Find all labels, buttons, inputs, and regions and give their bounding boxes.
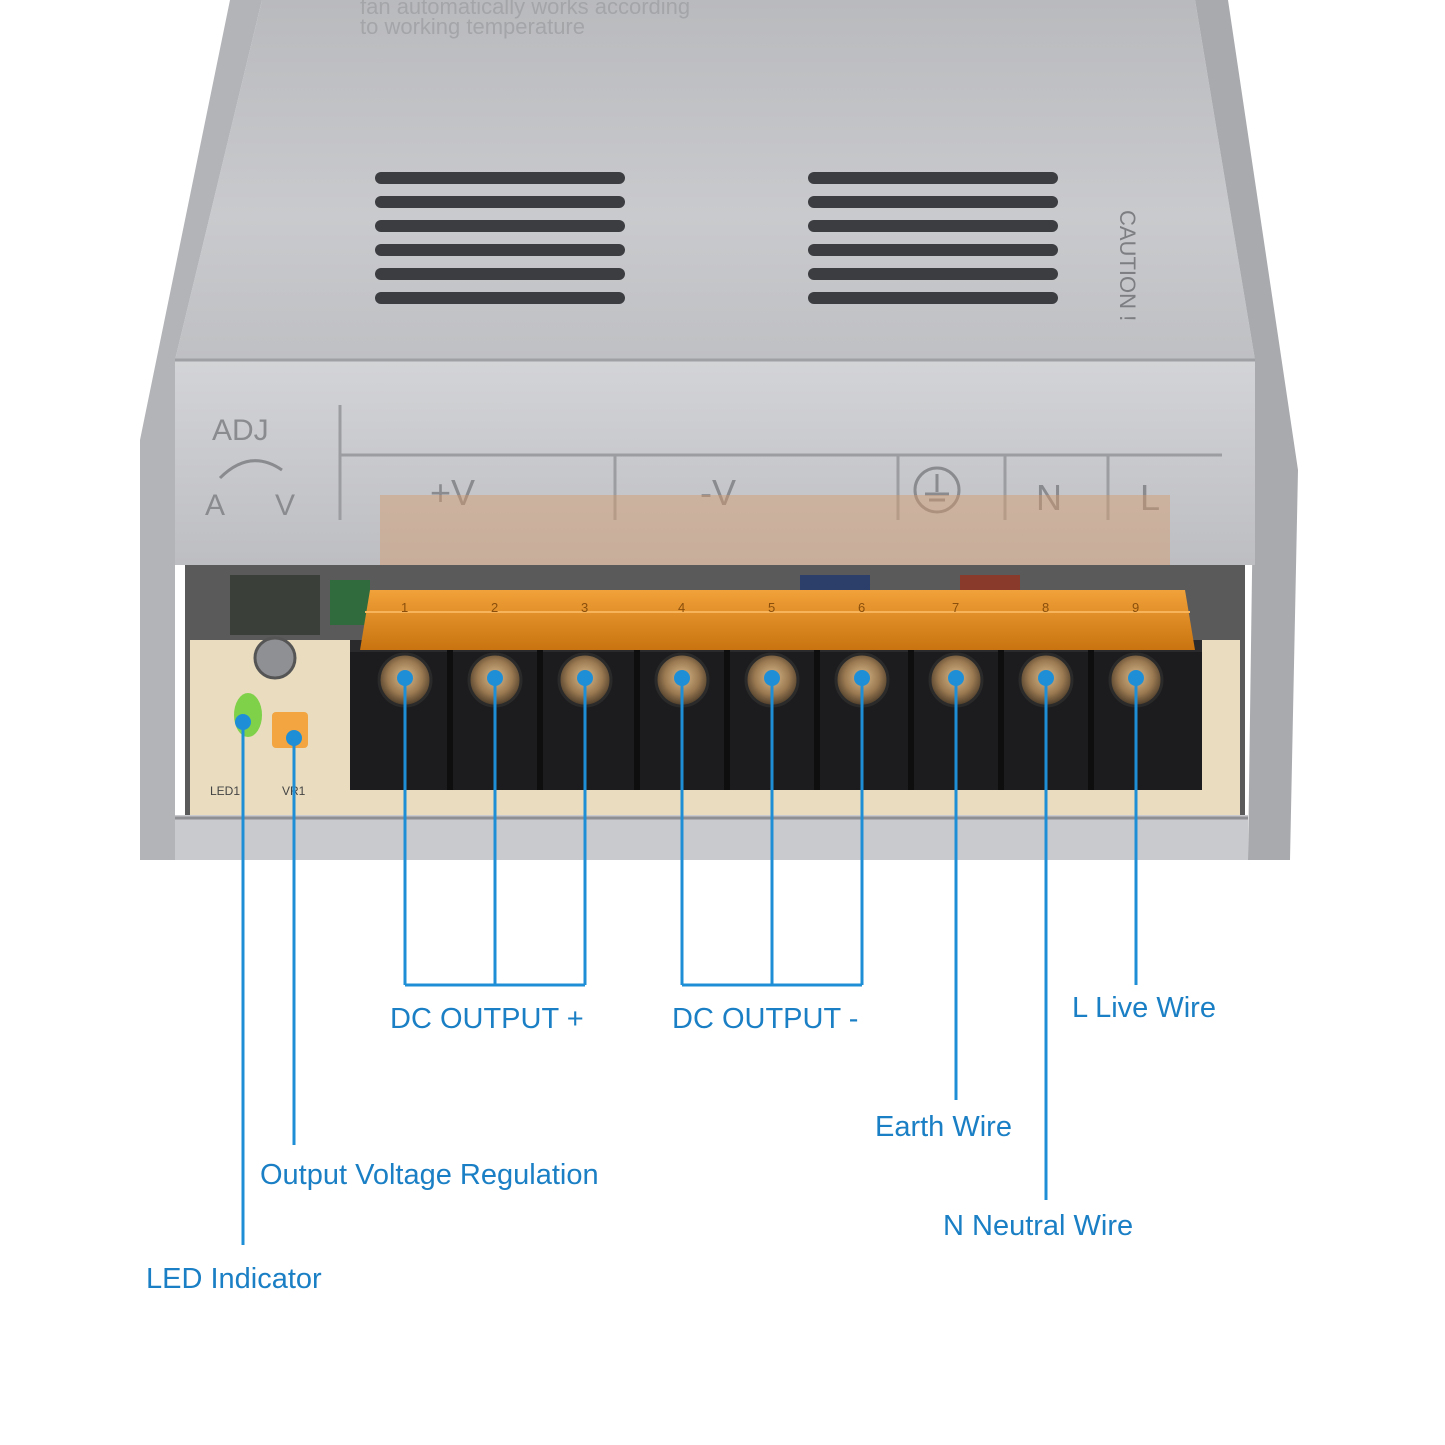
terminal-numbers: 1 2 3 4 5 6 7 8 9	[401, 600, 1139, 615]
earth-wire-label: Earth Wire	[875, 1111, 1012, 1143]
v-label: V	[275, 489, 295, 522]
terminal-separator	[634, 650, 640, 790]
a-label: A	[205, 489, 225, 522]
led-indicator	[234, 693, 262, 737]
callout-dot	[487, 670, 503, 686]
live-wire-label: L Live Wire	[1072, 992, 1216, 1024]
dc-output-minus-label: DC OUTPUT -	[672, 1003, 859, 1035]
terminal-number: 1	[401, 600, 408, 615]
n-label: N	[1036, 477, 1062, 518]
vent-slots	[375, 172, 1058, 304]
adjust-arrow-icon	[218, 459, 283, 480]
case-right-wall	[1195, 0, 1298, 860]
case-front-face	[175, 360, 1255, 565]
neutral-wire-label: N Neutral Wire	[943, 1210, 1134, 1242]
terminal-separator	[998, 650, 1004, 790]
callout-dot	[674, 670, 690, 686]
terminal-number: 8	[1042, 600, 1049, 615]
terminal-separator	[814, 650, 820, 790]
terminal-cover	[360, 590, 1195, 650]
output-voltage-regulation-label: Output Voltage Regulation	[260, 1159, 599, 1191]
terminal-separator	[447, 650, 453, 790]
adj-label: ADJ	[212, 414, 269, 447]
terminal-separator	[537, 650, 543, 790]
callout-dot	[235, 714, 251, 730]
terminals	[377, 650, 1164, 790]
terminal-number: 4	[678, 600, 685, 615]
caution-text: CAUTION !	[1115, 210, 1140, 321]
callout-dot	[286, 730, 302, 746]
case-left-wall	[140, 0, 262, 860]
terminal-number: 5	[768, 600, 775, 615]
terminal-number: 3	[581, 600, 588, 615]
terminal-number: 6	[858, 600, 865, 615]
dc-output-plus-label: DC OUTPUT +	[390, 1003, 584, 1035]
terminal-number: 2	[491, 600, 498, 615]
callout-dot	[397, 670, 413, 686]
callout-lines	[241, 675, 1138, 1245]
plus-v-label: +V	[430, 472, 475, 513]
case-bottom-lip	[175, 815, 1248, 860]
led-ref: LED1	[210, 784, 240, 798]
led-indicator-label: LED Indicator	[146, 1263, 322, 1295]
l-label: L	[1140, 477, 1160, 518]
earth-ground-icon	[913, 466, 961, 514]
callout-dot	[1128, 670, 1144, 686]
callout-dot	[764, 670, 780, 686]
case-top-text-1: fan automatically works according	[360, 0, 690, 19]
terminal-separator	[908, 650, 914, 790]
terminal-number: 7	[952, 600, 959, 615]
terminal-separator	[724, 650, 730, 790]
terminal-number: 9	[1132, 600, 1139, 615]
callout-dots	[235, 670, 1144, 746]
pcb-components: LED1 VR1	[210, 636, 308, 798]
case-top-text-2: to working temperature	[360, 14, 585, 39]
case-top-surface	[175, 0, 1255, 360]
minus-v-label: -V	[700, 472, 736, 513]
callout-dot	[854, 670, 870, 686]
terminal-separator	[1088, 650, 1094, 790]
callout-dot	[577, 670, 593, 686]
callout-dot	[948, 670, 964, 686]
callout-dot	[1038, 670, 1054, 686]
